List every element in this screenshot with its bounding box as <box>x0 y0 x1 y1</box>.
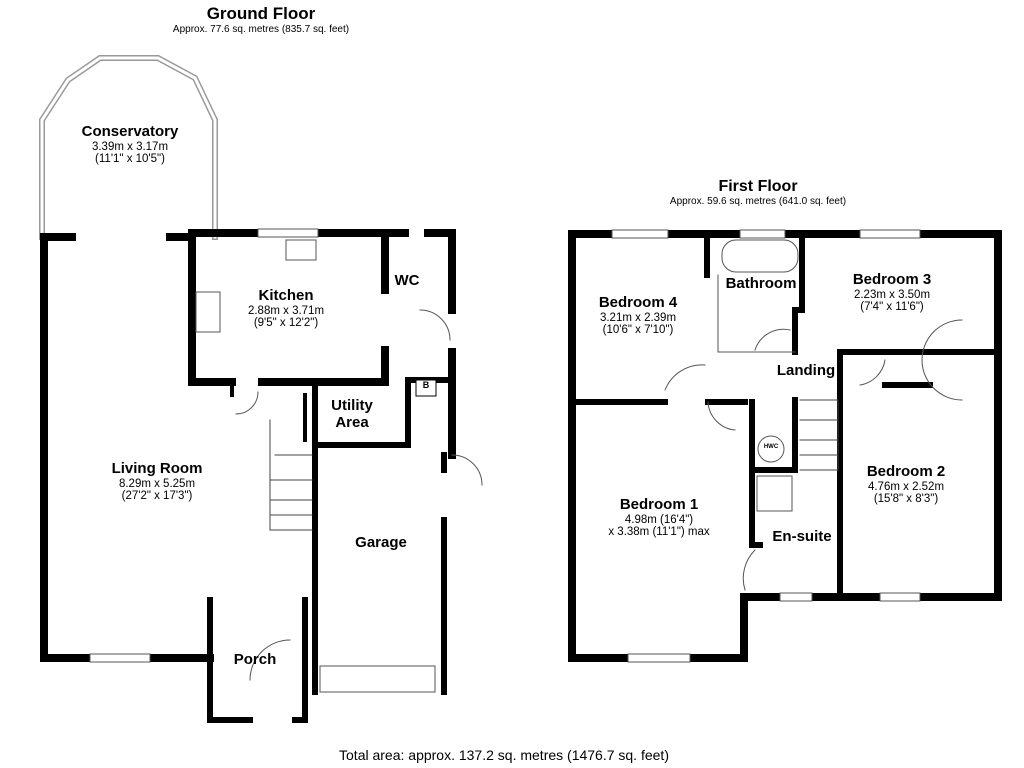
room-name: Porch <box>233 651 277 668</box>
first-floor-area: Approx. 59.6 sq. metres (641.0 sq. feet) <box>669 195 847 207</box>
room-name: Utility Area <box>331 397 373 431</box>
room-label-landing: Landing <box>776 362 836 380</box>
room-dims-imperial: (10'6" x 7'10") <box>602 324 674 337</box>
room-name: Bedroom 3 <box>852 271 932 288</box>
room-dims-imperial: (7'4" x 11'6") <box>860 301 924 314</box>
room-name: Bedroom 2 <box>866 463 946 480</box>
kitchen-walls <box>188 229 456 459</box>
room-label-utility: Utility Area <box>317 397 387 431</box>
room-label-garage: Garage <box>355 534 407 552</box>
room-dims-metric: 2.23m x 3.50m <box>853 288 931 301</box>
total-area: Total area: approx. 137.2 sq. metres (14… <box>339 747 669 763</box>
stairs <box>269 419 313 531</box>
room-dims-imperial: (15'8" x 8'3") <box>873 493 939 506</box>
ground-floor-header: Ground Floor Approx. 77.6 sq. metres (83… <box>172 4 350 35</box>
hallway-walls <box>230 380 307 442</box>
window <box>257 228 319 238</box>
garage-door <box>319 665 436 693</box>
window <box>611 229 669 239</box>
room-name: Conservatory <box>81 123 179 140</box>
door-swings <box>235 309 483 681</box>
hwc-tank <box>757 435 785 463</box>
room-label-conservatory: Conservatory 3.39m x 3.17m (11'1" x 10'5… <box>81 123 179 166</box>
living-room-walls <box>40 233 214 662</box>
room-label-en-suite: En-suite <box>772 528 832 546</box>
window <box>779 592 813 602</box>
room-dims-metric: 3.39m x 3.17m <box>91 140 169 153</box>
room-name: Bathroom <box>725 275 797 292</box>
room-dims-imperial: x 3.38m (11'1") max <box>608 526 710 539</box>
room-name: Bedroom 4 <box>598 294 678 311</box>
room-label-living-room: Living Room 8.29m x 5.25m (27'2" x 17'3"… <box>107 460 207 503</box>
room-label-wc: WC <box>394 272 420 290</box>
hwc-label: HWC <box>763 444 779 450</box>
room-label-bedroom-1: Bedroom 1 4.98m (16'4") x 3.38m (11'1") … <box>608 496 710 539</box>
bath <box>721 239 799 273</box>
window <box>89 653 151 663</box>
window <box>627 653 691 663</box>
window <box>879 592 921 602</box>
window <box>859 229 921 239</box>
room-name: En-suite <box>772 528 832 545</box>
window <box>739 229 786 239</box>
room-label-porch: Porch <box>233 651 277 669</box>
room-name: Kitchen <box>258 287 314 304</box>
room-dims-metric: 2.88m x 3.71m <box>247 304 325 317</box>
room-label-bedroom-2: Bedroom 2 4.76m x 2.52m (15'8" x 8'3") <box>866 463 946 506</box>
first-floor-title: First Floor <box>718 178 798 195</box>
room-name: Garage <box>355 534 407 551</box>
room-name: Bedroom 1 <box>619 496 699 513</box>
room-name: WC <box>394 272 420 289</box>
stairs <box>799 399 839 471</box>
interior-walls <box>569 231 1001 600</box>
room-name: Living Room <box>111 460 203 477</box>
room-label-bathroom: Bathroom <box>725 275 797 293</box>
room-label-bedroom-3: Bedroom 3 2.23m x 3.50m (7'4" x 11'6") <box>852 271 932 314</box>
room-label-kitchen: Kitchen 2.88m x 3.71m (9'5" x 12'2") <box>247 287 325 330</box>
porch-walls <box>207 597 308 723</box>
ground-floor-plan <box>39 55 483 723</box>
room-dims-metric: 4.98m (16'4") <box>624 513 694 526</box>
room-dims-metric: 8.29m x 5.25m <box>118 477 196 490</box>
room-dims-imperial: (9'5" x 12'2") <box>253 317 319 330</box>
room-label-bedroom-4: Bedroom 4 3.21m x 2.39m (10'6" x 7'10") <box>598 294 678 337</box>
bathroom-partition <box>717 274 796 353</box>
room-dims-imperial: (11'1" x 10'5") <box>95 153 165 166</box>
ground-floor-area: Approx. 77.6 sq. metres (835.7 sq. feet) <box>172 23 350 35</box>
hob <box>195 291 221 333</box>
first-floor-header: First Floor Approx. 59.6 sq. metres (641… <box>670 178 846 207</box>
room-dims-metric: 3.21m x 2.39m <box>599 311 677 324</box>
shower <box>756 475 793 512</box>
first-floor-plan <box>568 229 1002 663</box>
sink <box>285 239 317 261</box>
room-dims-metric: 4.76m x 2.52m <box>867 480 945 493</box>
room-dims-imperial: (27'2" x 17'3") <box>121 490 193 503</box>
ground-floor-title: Ground Floor <box>206 4 316 23</box>
room-name: Landing <box>776 362 836 379</box>
boiler-label: B <box>422 380 430 390</box>
door-swings <box>664 319 963 591</box>
boiler-box <box>415 379 437 397</box>
garage-walls <box>312 442 447 695</box>
